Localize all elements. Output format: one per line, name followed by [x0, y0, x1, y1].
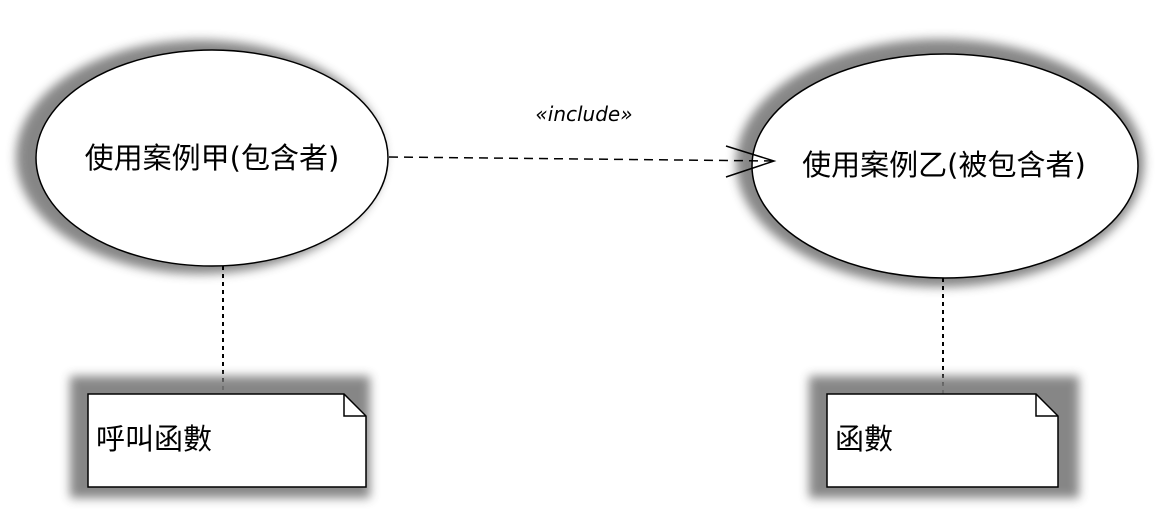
use-case-a[interactable]: 使用案例甲(包含者) — [16, 40, 389, 274]
use-case-b[interactable]: 使用案例乙(被包含者) — [736, 39, 1144, 287]
note-b-body[interactable] — [826, 393, 1059, 488]
note-b-text: 函數 — [835, 422, 893, 456]
use-case-a-label: 使用案例甲(包含者) — [85, 141, 340, 175]
include-dashed-line[interactable] — [388, 156, 775, 162]
note-a[interactable]: 呼叫函數 — [70, 376, 370, 498]
include-stereotype-label: «include» — [535, 102, 632, 126]
use-case-b-label: 使用案例乙(被包含者) — [802, 148, 1086, 182]
note-a-folded-corner — [343, 394, 366, 417]
note-a-body[interactable] — [87, 393, 367, 488]
include-relationship[interactable]: «include» — [388, 102, 777, 178]
note-a-text: 呼叫函數 — [96, 422, 212, 456]
use-case-b-ellipse[interactable] — [751, 53, 1139, 279]
note-b-folded-corner — [1035, 394, 1058, 417]
note-b[interactable]: 函數 — [809, 376, 1079, 498]
include-arrowhead — [725, 145, 777, 178]
use-case-a-ellipse[interactable] — [35, 49, 389, 267]
